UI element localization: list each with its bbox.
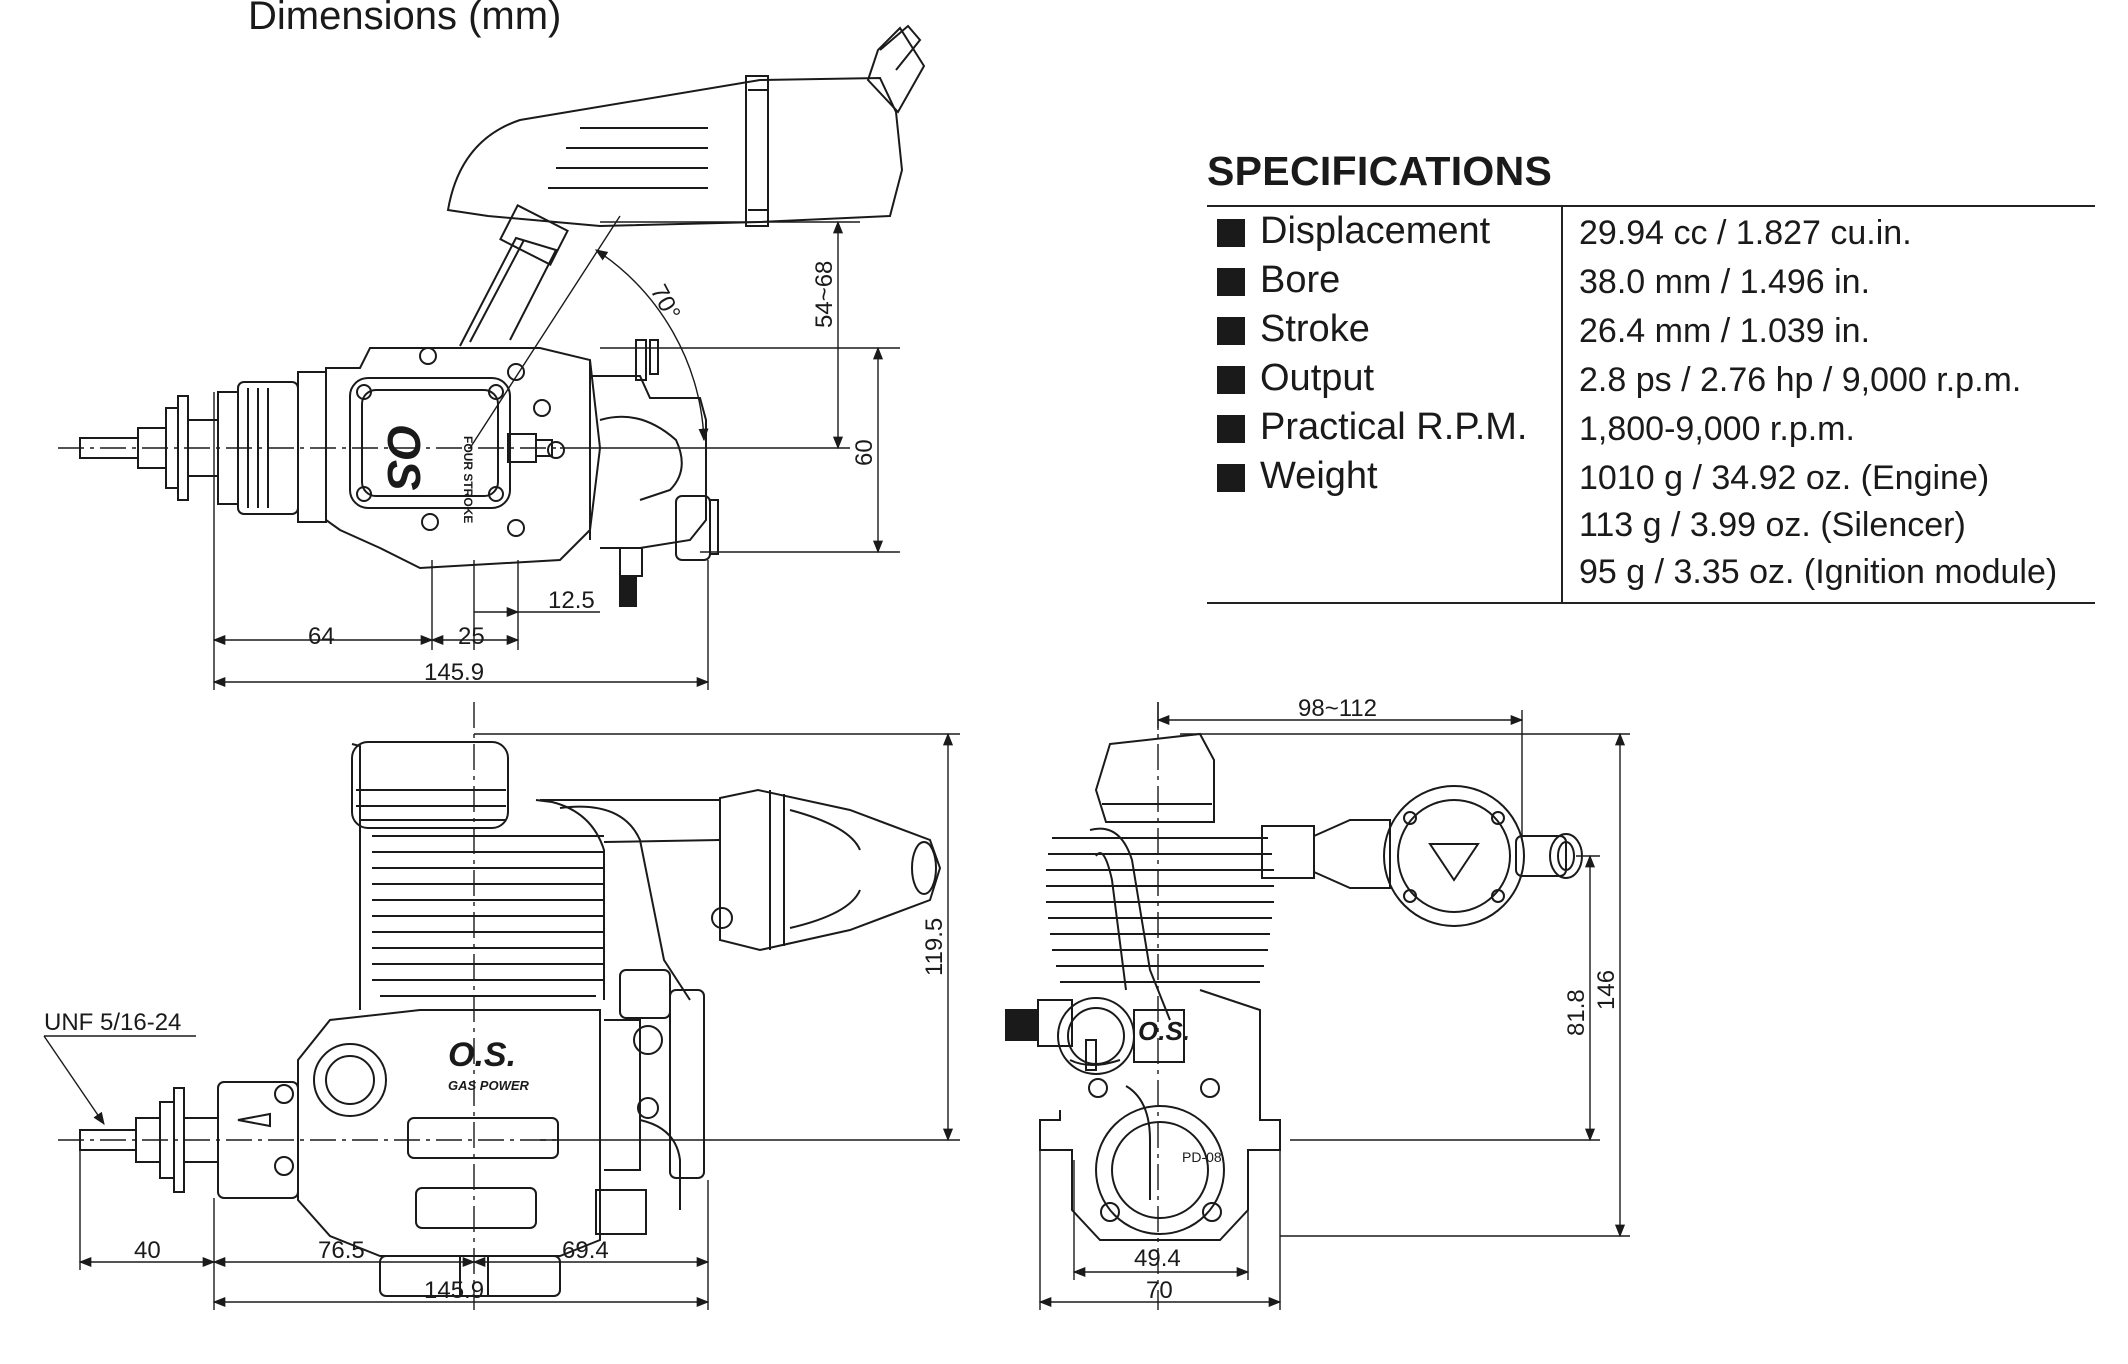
- side-cylinder-head: [351, 741, 509, 829]
- bullet-square-icon: [1217, 366, 1245, 394]
- spec-row: Bore 38.0 mm / 1.496 in.: [1207, 255, 2095, 304]
- side-view-dimensions: [43, 732, 960, 1310]
- rear-cylinder-head: [1094, 732, 1215, 823]
- rear-logo-main: O.S.: [1138, 1016, 1190, 1046]
- spec-rule-bottom: [1207, 602, 2095, 604]
- spec-value: 38.0 mm / 1.496 in.: [1579, 263, 1871, 301]
- spec-row: Weight 1010 g / 34.92 oz. (Engine) 113 g…: [1207, 451, 2095, 591]
- spec-label: Practical R.P.M.: [1260, 406, 1528, 448]
- dim-rear-height-center: 81.8: [1563, 989, 1590, 1036]
- dim-angle: 70°: [645, 280, 686, 325]
- spec-row: Stroke 26.4 mm / 1.039 in.: [1207, 304, 2095, 353]
- specifications-table: Displacement 29.94 cc / 1.827 cu.in. Bor…: [1207, 206, 2095, 591]
- dim-prop-length: 40: [134, 1237, 161, 1264]
- top-view-drawing: [58, 24, 926, 607]
- bullet-square-icon: [1217, 268, 1245, 296]
- spec-label: Bore: [1260, 259, 1341, 301]
- top-logo-sub: FOUR STROKE: [461, 436, 475, 523]
- dim-top-height: 60: [851, 439, 878, 466]
- rear-view-dimensions: [1038, 702, 1630, 1310]
- dim-top-overall: 145.9: [424, 659, 484, 686]
- rear-silencer: [1383, 785, 1525, 927]
- spec-value: 29.94 cc / 1.827 cu.in.: [1579, 214, 1912, 252]
- spec-row: Output 2.8 ps / 2.76 hp / 9,000 r.p.m.: [1207, 353, 2095, 402]
- dim-mount-inner: 49.4: [1134, 1245, 1181, 1272]
- dim-side-overall: 145.9: [424, 1277, 484, 1304]
- spec-label: Stroke: [1260, 308, 1370, 350]
- rear-view-logo: O.S. PD-08: [1138, 1016, 1222, 1165]
- side-view-dimension-text: UNF 5/16-24 119.5 40 76.5 69.4 145.9: [44, 918, 948, 1304]
- spec-row: Practical R.P.M. 1,800-9,000 r.p.m.: [1207, 402, 2095, 451]
- dim-mount-outer: 70: [1146, 1277, 1173, 1304]
- top-view-dimensions: [212, 215, 900, 690]
- side-silencer: [719, 788, 942, 952]
- spec-value: 1,800-9,000 r.p.m.: [1579, 410, 1855, 448]
- dim-rear-length: 69.4: [562, 1237, 609, 1264]
- bullet-square-icon: [1217, 219, 1245, 247]
- dim-offset-c: 64: [308, 623, 335, 650]
- dim-thread: UNF 5/16-24: [44, 1009, 181, 1036]
- spec-value: 26.4 mm / 1.039 in.: [1579, 312, 1871, 350]
- spec-column-divider: [1561, 206, 1563, 602]
- top-rocker-cover: [349, 377, 511, 509]
- top-silencer: [446, 76, 904, 228]
- page-title: Dimensions (mm): [248, 0, 562, 38]
- spec-value: 113 g / 3.99 oz. (Silencer): [1579, 506, 1966, 544]
- angle-arc: [594, 249, 709, 442]
- spec-label: Displacement: [1260, 210, 1491, 252]
- rear-module-label: PD-08: [1182, 1149, 1222, 1165]
- rear-view-dimension-text: 98~112 146 81.8 49.4 70: [1134, 695, 1620, 1304]
- spec-rule-top: [1207, 205, 2095, 207]
- dim-silencer-height: 54~68: [811, 261, 838, 328]
- spec-row: Displacement 29.94 cc / 1.827 cu.in.: [1207, 206, 2095, 255]
- bullet-square-icon: [1217, 464, 1245, 492]
- side-logo-main: O.S.: [448, 1036, 516, 1074]
- specifications-heading: SPECIFICATIONS: [1207, 148, 1553, 194]
- rear-view-drawing: [1005, 702, 1583, 1310]
- side-logo-sub: GAS POWER: [448, 1078, 530, 1093]
- dim-rear-height-total: 146: [1593, 970, 1620, 1010]
- bullet-square-icon: [1217, 415, 1245, 443]
- spec-value: 1010 g / 34.92 oz. (Engine): [1579, 459, 1990, 497]
- dim-offset-a: 12.5: [548, 587, 595, 614]
- spec-label: Output: [1260, 357, 1375, 399]
- side-view-drawing: [58, 702, 942, 1310]
- top-view-logo: OS FOUR STROKE: [378, 424, 475, 523]
- top-logo-main: OS: [378, 424, 430, 491]
- spec-value: 95 g / 3.35 oz. (Ignition module): [1579, 553, 2058, 591]
- spec-label: Weight: [1260, 455, 1378, 497]
- dim-front-length: 76.5: [318, 1237, 365, 1264]
- dim-offset-b: 25: [458, 623, 485, 650]
- dim-silencer-span: 98~112: [1298, 695, 1377, 722]
- side-view-logo: O.S. GAS POWER: [448, 1036, 530, 1093]
- dim-side-height: 119.5: [921, 918, 948, 976]
- spec-value: 2.8 ps / 2.76 hp / 9,000 r.p.m.: [1579, 361, 2022, 399]
- bullet-square-icon: [1217, 317, 1245, 345]
